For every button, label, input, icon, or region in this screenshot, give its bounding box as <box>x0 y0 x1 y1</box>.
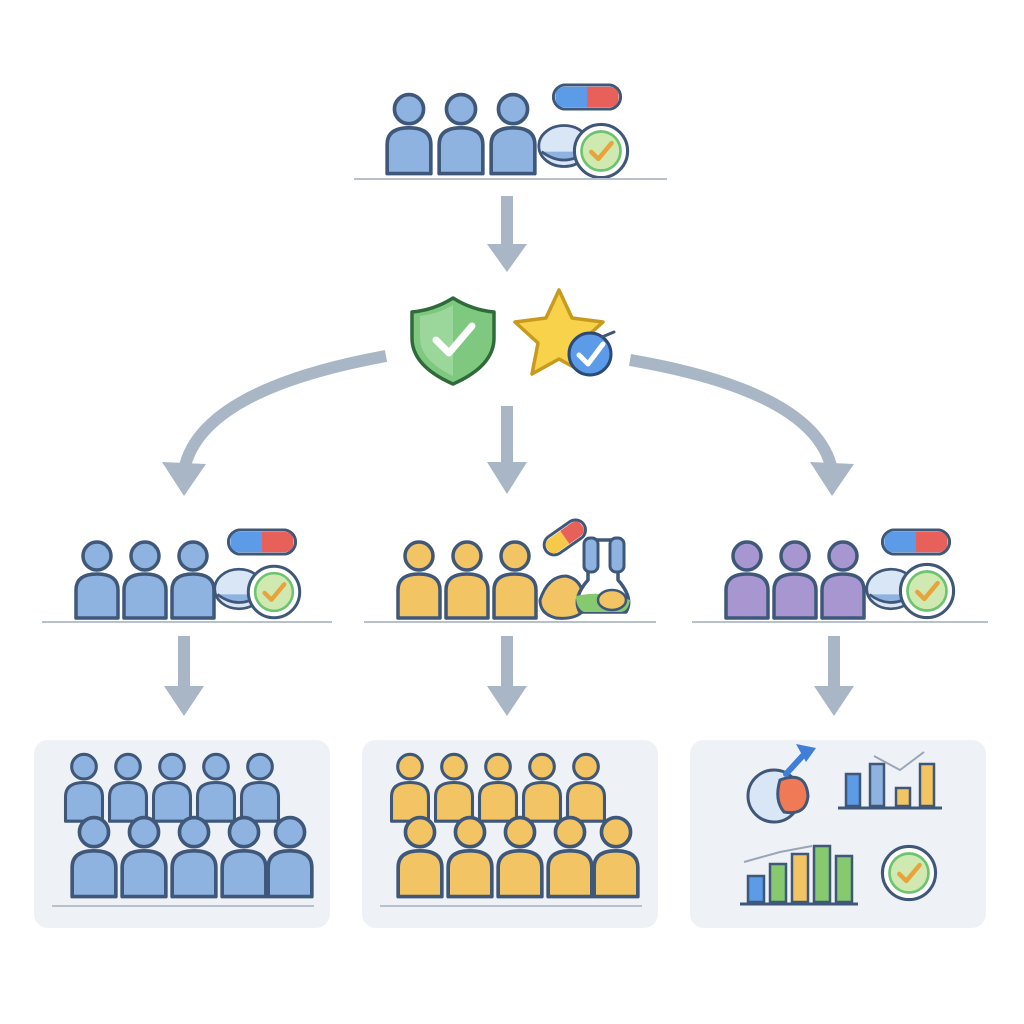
pie-chart-icon <box>746 744 816 824</box>
shield-check-icon <box>410 296 496 386</box>
arrow-down-icon <box>164 636 204 716</box>
branch-yellow <box>364 518 656 623</box>
person-icon <box>63 752 105 823</box>
person-icon <box>521 752 563 823</box>
person-icon <box>170 540 216 620</box>
result-panel-charts <box>690 740 986 928</box>
person-icon <box>820 540 866 620</box>
person-icon <box>398 818 442 897</box>
person-icon <box>724 540 770 620</box>
person-icon <box>565 752 607 823</box>
test-tubes-icon <box>538 536 631 620</box>
check-badge-icon <box>882 846 935 899</box>
person-icon <box>396 540 442 620</box>
person-icon <box>72 818 116 897</box>
capsule-icon <box>542 518 587 557</box>
capsule-icon <box>880 528 952 556</box>
check-badge-icon <box>574 124 627 177</box>
person-icon <box>107 752 149 823</box>
arrow-down-icon <box>487 196 527 272</box>
person-icon <box>387 95 431 174</box>
person-icon <box>122 818 166 897</box>
branch-yellow-people <box>396 540 538 620</box>
top-people <box>387 95 535 174</box>
check-badge-icon <box>248 566 299 617</box>
person-icon <box>594 818 638 897</box>
person-icon <box>492 540 538 620</box>
branch-blue <box>42 528 332 623</box>
arrow-curved-left-icon <box>162 350 388 496</box>
person-icon <box>498 818 542 897</box>
person-icon <box>548 818 592 897</box>
person-icon <box>477 752 519 823</box>
person-icon <box>389 752 431 823</box>
person-icon <box>222 818 266 897</box>
result-panel-yellow <box>362 740 658 928</box>
top-group <box>354 83 667 180</box>
bar-chart-icon <box>838 751 942 810</box>
person-icon <box>74 540 120 620</box>
person-icon <box>772 540 818 620</box>
arrow-down-icon <box>487 406 527 494</box>
arrow-curved-right-icon <box>628 354 854 496</box>
person-icon <box>122 540 168 620</box>
result-panel-blue <box>34 740 330 928</box>
person-icon <box>268 818 312 897</box>
person-icon <box>172 818 216 897</box>
star-check-icon <box>513 288 616 377</box>
person-icon <box>439 95 483 174</box>
branch-purple <box>692 528 988 623</box>
person-icon <box>491 95 535 174</box>
check-badge-icon <box>900 564 953 617</box>
person-icon <box>433 752 475 823</box>
person-icon <box>444 540 490 620</box>
branch-blue-people <box>74 540 216 620</box>
branch-purple-people <box>724 540 866 620</box>
bar-chart-icon <box>740 844 858 906</box>
arrow-down-icon <box>814 636 854 716</box>
capsule-icon <box>551 83 623 111</box>
arrow-down-icon <box>487 636 527 716</box>
person-icon <box>195 752 237 823</box>
person-icon <box>448 818 492 897</box>
person-icon <box>239 752 281 823</box>
capsule-icon <box>226 528 298 556</box>
person-icon <box>151 752 193 823</box>
